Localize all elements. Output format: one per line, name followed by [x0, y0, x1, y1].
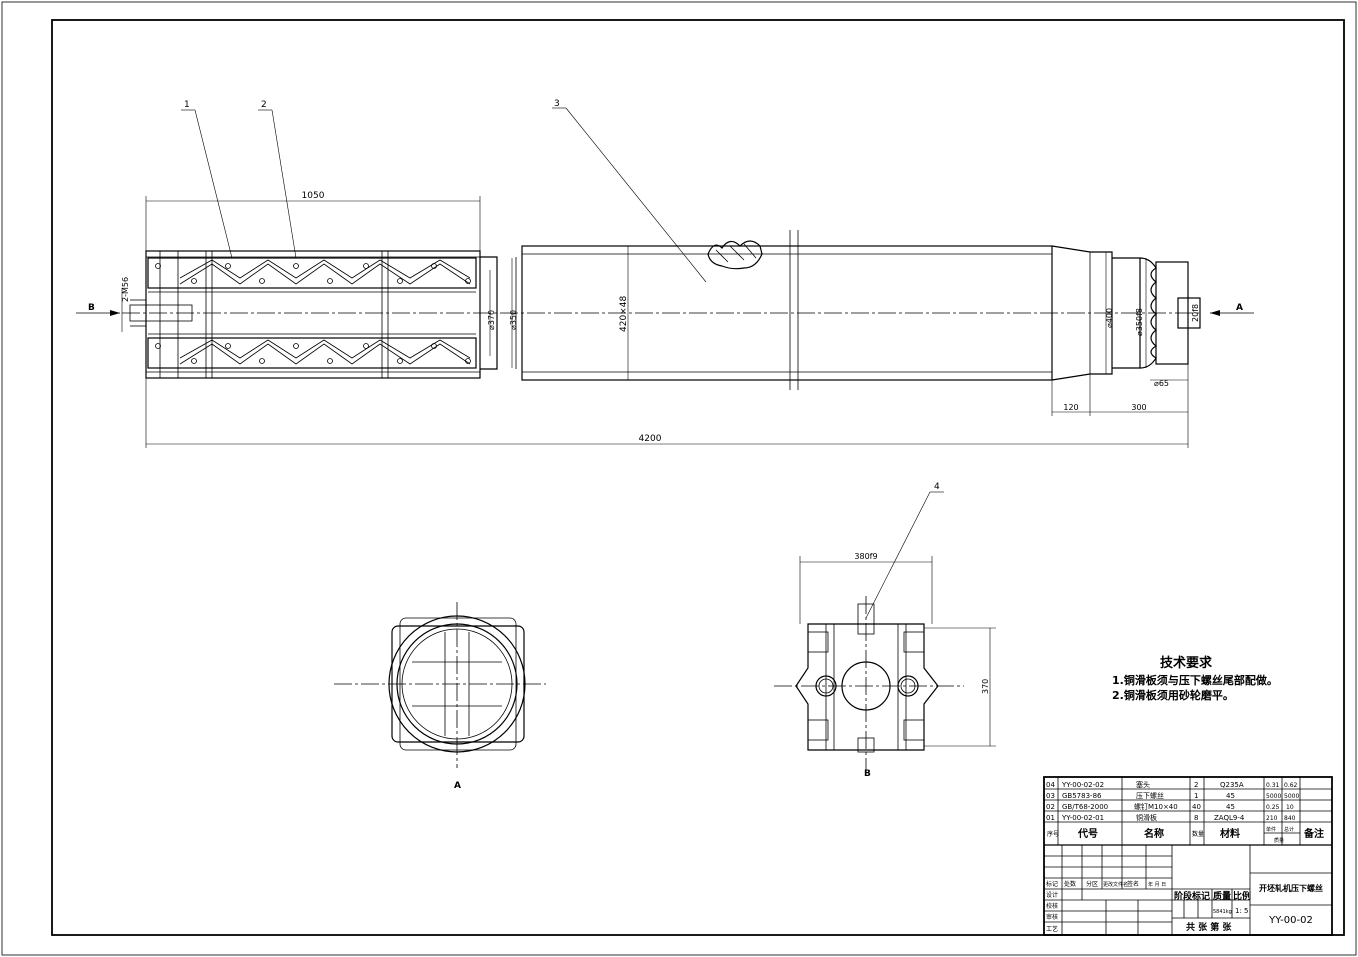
tb-sheets: 共 张 第 张: [1186, 921, 1232, 933]
main-view: [76, 107, 1254, 448]
dim-350: ⌀350: [509, 310, 518, 330]
pt-r4-code: YY-00-02-01: [1061, 814, 1104, 822]
dim-300: 300: [1131, 403, 1146, 412]
pt-r1-mat: Q235A: [1220, 781, 1244, 789]
pt-r4-um: 210: [1266, 815, 1278, 822]
section-view-b: [774, 491, 996, 772]
tb-label-mark: 标记: [1046, 880, 1058, 888]
tb-label-design: 设计: [1046, 891, 1058, 899]
dim-65: ⌀65: [1154, 379, 1169, 388]
pt-h-remark: 备注: [1303, 827, 1324, 840]
tb-rev-zone: 分区: [1086, 880, 1098, 888]
tech-req-item-2: 2.铜滑板须用砂轮磨平。: [1112, 689, 1234, 702]
dim-m56: 2-M56: [121, 277, 130, 302]
pt-h-mass: 质量: [1274, 837, 1284, 844]
dim-120: 120: [1063, 403, 1078, 412]
pt-h-mat: 材料: [1220, 827, 1240, 840]
pt-r1-qty: 2: [1194, 781, 1198, 789]
pt-r2-qty: 1: [1194, 792, 1198, 800]
tb-mass: 质量: [1213, 890, 1231, 902]
pt-r1-name: 塞头: [1136, 780, 1150, 789]
pt-r4-name: 铜滑板: [1136, 813, 1157, 822]
pt-h-name: 名称: [1144, 827, 1164, 840]
tech-req-title: 技术要求: [1160, 656, 1213, 671]
pt-r3-mat: 45: [1226, 803, 1235, 811]
balloon-4: 4: [934, 482, 940, 492]
pt-r1-no: 04: [1046, 781, 1055, 789]
pt-r2-name: 压下螺丝: [1136, 791, 1164, 800]
dim-1050: 1050: [302, 191, 325, 201]
pt-r3-name: 螺钉M10×40: [1134, 802, 1178, 811]
pt-r4-qty: 8: [1194, 814, 1198, 822]
parts-table: 04 YY-00-02-02 塞头 2 Q235A 0.31 0.62 03 G…: [1046, 780, 1324, 844]
pt-r3-no: 02: [1046, 803, 1055, 811]
pt-r2-code: GB5783-86: [1062, 792, 1102, 800]
tb-stage: 阶段标记: [1174, 890, 1210, 902]
dim-370: ⌀370: [487, 310, 496, 330]
dim-400: ⌀400: [1105, 308, 1114, 328]
balloon-2: 2: [261, 100, 267, 110]
pt-r4-no: 01: [1046, 814, 1055, 822]
tb-label-review: 审核: [1046, 913, 1058, 921]
dim-420x48: 420×48: [619, 296, 629, 332]
tb-mass-value: 5841kg: [1213, 909, 1232, 915]
pt-r3-qty: 40: [1192, 803, 1201, 811]
pt-h-total: 总计: [1284, 826, 1294, 833]
section-label-b: B: [864, 769, 871, 779]
dim-4200: 4200: [639, 434, 662, 444]
pt-r3-tm: 10: [1286, 804, 1294, 811]
tb-scale: 1: 5: [1235, 907, 1249, 915]
pt-h-no: 序号: [1047, 830, 1059, 838]
pt-r1-um: 0.31: [1266, 782, 1280, 789]
pt-h-code: 代号: [1077, 827, 1098, 840]
pt-r4-mat: ZAQL9-4: [1214, 814, 1245, 822]
tech-req-item-1: 1.铜滑板须与压下螺丝尾部配做。: [1112, 674, 1278, 687]
tb-label-process: 工艺: [1046, 925, 1058, 933]
technical-requirements: 技术要求 1.铜滑板须与压下螺丝尾部配做。 2.铜滑板须用砂轮磨平。: [1112, 656, 1312, 703]
title-block: 标记 设计 校核 审核 工艺 处数 分区 更改文件名 签名 年 月 日 阶段标记…: [1046, 880, 1323, 933]
pt-r1-tm: 0.62: [1284, 782, 1298, 789]
tb-title: 开坯轧机压下螺丝: [1259, 883, 1323, 893]
tb-scale-label: 比例: [1233, 890, 1251, 902]
inner-frame: [51, 19, 1345, 936]
pt-r3-code: GB/T68-2000: [1062, 803, 1108, 811]
tb-rev-date: 年 月 日: [1148, 881, 1166, 888]
tb-rev-sign: 签名: [1127, 880, 1139, 888]
pt-r3-um: 0.25: [1266, 804, 1280, 811]
pt-h-unit: 单件: [1266, 826, 1276, 833]
pt-h-qty: 数量: [1192, 830, 1204, 838]
view-label-a-arrow: A: [1236, 303, 1243, 313]
dim-350f8: ⌀350f8: [1135, 308, 1144, 336]
balloon-1: 1: [184, 100, 190, 110]
tb-rev-count: 处数: [1064, 880, 1076, 888]
pt-r4-tm: 840: [1284, 815, 1296, 822]
tb-rev-file: 更改文件名: [1103, 881, 1128, 888]
pt-r2-mat: 45: [1226, 792, 1235, 800]
title-block-grid: [1043, 776, 1333, 936]
tb-label-check: 校核: [1046, 902, 1058, 910]
view-label-b-arrow: B: [88, 303, 95, 313]
pt-r2-um: 5000: [1266, 793, 1281, 800]
balloon-3: 3: [554, 99, 560, 109]
section-label-a: A: [454, 781, 461, 791]
dim-380f9: 380f9: [854, 552, 877, 561]
pt-r2-tm: 5000: [1284, 793, 1299, 800]
dim-370b: 370: [981, 679, 990, 694]
pt-r1-code: YY-00-02-02: [1061, 781, 1104, 789]
dim-20f8: 20f8: [1191, 304, 1200, 322]
section-view-a: [334, 602, 546, 768]
pt-r2-no: 03: [1046, 792, 1055, 800]
tb-drawing-no: YY-00-02: [1268, 915, 1313, 926]
